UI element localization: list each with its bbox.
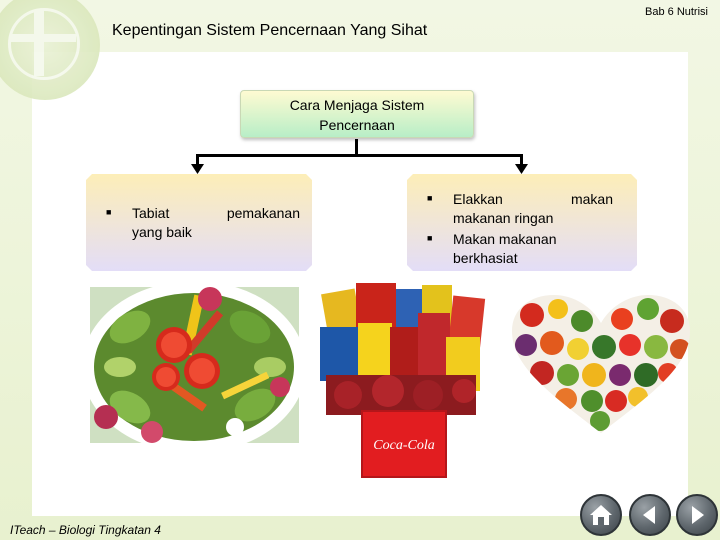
diagram-root-box: Cara Menjaga Sistem Pencernaan xyxy=(240,90,474,138)
connector-horizontal xyxy=(196,154,523,157)
list-item: ■ Elakkan makan makanan ringan xyxy=(427,190,617,228)
back-arrow-icon xyxy=(643,506,655,524)
square-bullet-icon: ■ xyxy=(427,233,433,243)
arrow-down-right-icon xyxy=(515,164,528,174)
list-item: ■ Tabiat pemakanan yang baik xyxy=(106,204,302,242)
forward-arrow-icon xyxy=(692,506,704,524)
diagram-root-line2: Pencernaan xyxy=(319,117,395,133)
home-button[interactable] xyxy=(580,494,622,536)
decorative-cross-logo xyxy=(0,0,100,100)
right-item-2-line1: Makan makanan xyxy=(453,231,557,247)
forward-button[interactable] xyxy=(676,494,718,536)
left-item-line1: Tabiat pemakanan xyxy=(132,205,300,221)
connector-stem xyxy=(355,139,358,156)
right-item-2-line2: berkhasiat xyxy=(453,250,518,266)
junk-food-image: Coca-Cola xyxy=(320,283,486,478)
coca-cola-label: Coca-Cola xyxy=(373,438,434,453)
slide-title: Kepentingan Sistem Pencernaan Yang Sihat xyxy=(112,22,428,39)
right-item-1-line1: Elakkan makan xyxy=(453,191,613,207)
connector-left-drop xyxy=(196,154,199,166)
vegetable-heart-image xyxy=(512,295,690,433)
footer-text: ITeach – Biologi Tingkatan 4 xyxy=(10,523,161,537)
arrow-down-left-icon xyxy=(191,164,204,174)
connector-right-drop xyxy=(520,154,523,166)
diagram-right-box: ■ Elakkan makan makanan ringan ■ Makan m… xyxy=(407,174,637,271)
left-item-line2: yang baik xyxy=(132,224,192,240)
diagram-left-box: ■ Tabiat pemakanan yang baik xyxy=(86,174,312,271)
square-bullet-icon: ■ xyxy=(106,207,112,217)
diagram-root-line1: Cara Menjaga Sistem xyxy=(289,97,425,113)
salad-image xyxy=(90,287,299,443)
square-bullet-icon: ■ xyxy=(427,193,433,203)
list-item: ■ Makan makanan berkhasiat xyxy=(427,230,617,268)
back-button[interactable] xyxy=(629,494,671,536)
chapter-label: Bab 6 Nutrisi xyxy=(645,6,708,18)
home-icon xyxy=(590,505,612,525)
right-item-1-line2: makanan ringan xyxy=(453,210,554,226)
